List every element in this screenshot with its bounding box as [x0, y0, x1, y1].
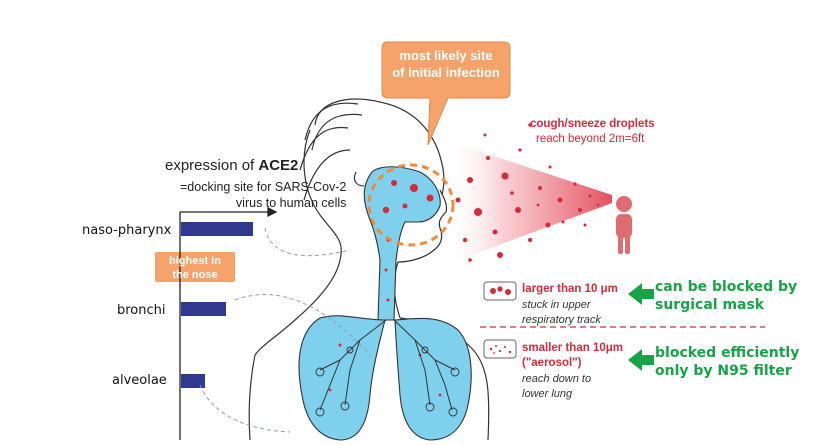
highest-in-nose-label: highest in the nose	[155, 254, 235, 282]
highest-line-2: the nose	[172, 269, 218, 281]
small-particle-note: reach down to lower lung	[522, 372, 591, 402]
callout-bubble	[381, 41, 511, 146]
small-particle-title: smaller than 10μm ("aerosol")	[522, 341, 623, 371]
droplets-subtitle: reach beyond 2m=6ft	[536, 133, 645, 145]
small-title-line-1: smaller than 10μm	[522, 342, 623, 354]
n95-label: blocked efficiently only by N95 filter	[655, 344, 799, 380]
highest-line-1: highest in	[169, 255, 221, 267]
ace2-chart-axes	[179, 206, 278, 440]
large-particle-title: larger than 10 μm	[522, 283, 618, 295]
ace2-subtitle: =docking site for SARS-Cov-2 virus to hu…	[180, 179, 346, 211]
large-particle-note: stuck in upper respiratory track	[522, 298, 601, 328]
infection-site-callout: most likely site of initial infection	[388, 47, 504, 81]
ace2-bar-naso-pharynx	[181, 222, 253, 236]
bronchial-branches	[319, 319, 456, 411]
droplet-spray-cone	[445, 140, 612, 265]
small-note-line-1: reach down to	[522, 373, 592, 385]
bar-label-naso-pharynx: naso-pharynx	[82, 223, 172, 238]
large-note-line-2: respiratory track	[522, 314, 601, 326]
ace2-title: expression of ACE2	[165, 157, 299, 174]
infection-site-ring	[367, 163, 455, 247]
droplets-title: cough/sneeze droplets	[530, 118, 655, 130]
bar-link-arrows	[199, 227, 371, 433]
ace2-bars	[181, 222, 253, 388]
mask-line-2: surgical mask	[655, 297, 765, 313]
airway-particles	[328, 180, 442, 397]
alveoli-clusters	[315, 346, 460, 417]
n95-line-1: blocked efficiently	[655, 345, 800, 361]
ace2-subtitle-line-1: =docking site for SARS-Cov-2	[180, 180, 347, 194]
mask-line-1: can be blocked by	[655, 279, 798, 295]
bar-label-alveolae: alveolae	[112, 373, 167, 388]
surgical-mask-label: can be blocked by surgical mask	[655, 278, 797, 314]
bar-label-bronchi: bronchi	[117, 303, 166, 318]
callout-line-2: of initial infection	[392, 65, 500, 80]
large-note-line-1: stuck in upper	[522, 299, 591, 311]
n95-line-2: only by N95 filter	[655, 363, 792, 379]
ace2-bar-bronchi	[181, 302, 226, 316]
small-note-line-2: lower lung	[522, 388, 573, 400]
droplet-particles	[455, 123, 600, 262]
highest-callout-box	[155, 252, 235, 282]
callout-line-1: most likely site	[399, 48, 493, 63]
small-title-line-2: ("aerosol")	[522, 357, 582, 369]
small-particle-box	[483, 339, 517, 359]
green-arrow-icons	[628, 283, 654, 371]
ace2-bar-alveolae	[181, 374, 205, 388]
person-icon	[616, 196, 632, 254]
ace2-subtitle-line-2: virus to human cells	[235, 196, 347, 210]
